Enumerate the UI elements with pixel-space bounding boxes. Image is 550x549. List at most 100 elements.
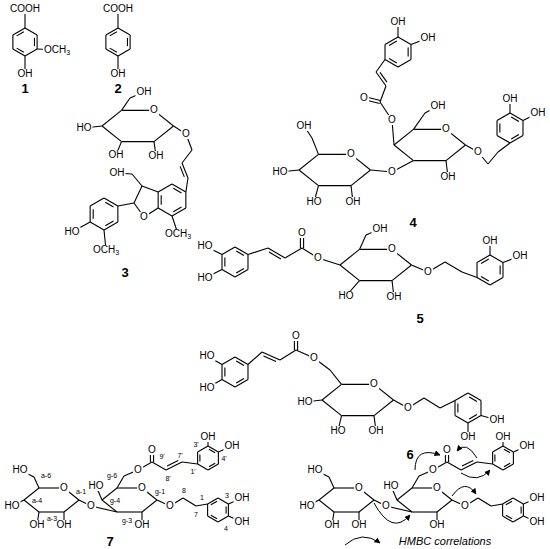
atom-number: 7	[194, 511, 198, 518]
atom-label: HO	[199, 383, 216, 393]
bond-line	[340, 249, 360, 265]
bond-line	[211, 515, 217, 519]
bond-line	[228, 504, 229, 516]
atom-label: OH	[420, 33, 437, 43]
atom-label: HO	[338, 291, 355, 301]
bond-line	[152, 462, 166, 470]
bond-line	[235, 270, 248, 278]
atom-label: O	[473, 147, 483, 157]
bond-line	[513, 498, 523, 504]
bond-line	[360, 235, 367, 249]
atom-label: OH	[390, 17, 407, 27]
compound-number: 1	[20, 82, 29, 95]
bond-line	[481, 259, 489, 263]
atom-label: O	[403, 403, 413, 413]
bond-line	[208, 446, 218, 452]
atom-label: OH	[529, 517, 546, 527]
atom-label: OH	[529, 493, 546, 503]
atom-label: O	[181, 129, 191, 139]
atom-number: g-6	[107, 472, 117, 479]
compound-number: 2	[113, 82, 122, 95]
bond-line	[118, 28, 130, 35]
bond-line	[122, 141, 155, 142]
atom-label: O	[381, 501, 391, 511]
atom-label: O	[165, 501, 175, 511]
atom-label: HO	[306, 197, 323, 207]
bond-line	[105, 35, 106, 49]
bond-line	[481, 277, 489, 281]
bond-line	[497, 136, 510, 144]
bond-line	[285, 248, 302, 258]
bond-line	[37, 35, 38, 49]
bond-line	[198, 446, 208, 452]
atom-number: 7'	[177, 452, 182, 459]
bond-line	[493, 464, 503, 470]
atom-number: 8'	[165, 475, 170, 482]
bond-line	[106, 49, 118, 56]
bond-line	[236, 251, 244, 255]
bond-line	[182, 150, 192, 163]
bond-line	[211, 501, 217, 505]
bond-line	[117, 206, 118, 222]
atom-number: 3	[225, 492, 229, 499]
bond-line	[247, 365, 248, 380]
bond-line	[248, 248, 268, 255]
bond-line	[142, 186, 158, 192]
bond-line	[497, 113, 510, 121]
bond-line	[208, 464, 218, 470]
bond-line	[468, 416, 481, 424]
atom-number: 4	[224, 525, 228, 532]
bond-line	[384, 45, 385, 60]
atom-label: HO	[299, 501, 316, 511]
bond-line	[342, 415, 375, 416]
bond-line	[198, 464, 208, 470]
bond-line	[269, 252, 281, 259]
bond-line	[235, 357, 248, 365]
atom-label: HO	[307, 465, 324, 475]
atom-label: HO	[383, 481, 400, 491]
atom-label: OH	[148, 151, 165, 161]
bond-line	[299, 154, 319, 170]
bond-line	[247, 255, 248, 270]
bond-line	[235, 380, 248, 388]
bond-line	[522, 121, 523, 136]
compound-number: 4	[408, 216, 417, 229]
bond-line	[496, 121, 497, 136]
atom-label: O	[387, 167, 397, 177]
atom-label: O	[423, 267, 433, 277]
bond-line	[185, 192, 186, 208]
bond-line	[503, 446, 513, 452]
bond-line	[12, 35, 13, 49]
atom-number: a-6	[41, 472, 51, 479]
bond-line	[218, 516, 228, 522]
atom-number: 4'	[221, 455, 226, 462]
bond-line	[221, 365, 222, 380]
atom-label: O	[441, 124, 451, 134]
bond-line	[398, 37, 411, 45]
bond-line	[440, 401, 455, 409]
atom-number: 3'	[193, 441, 198, 448]
atom-label: O	[432, 483, 442, 493]
atom-label: HO	[88, 481, 105, 491]
bond-line	[455, 416, 468, 424]
bond-line	[351, 170, 371, 186]
bond-line	[182, 462, 198, 464]
bond-line	[380, 86, 386, 102]
atom-label: O	[428, 465, 438, 475]
bond-line	[502, 504, 503, 516]
bond-line	[491, 504, 503, 506]
bond-line	[392, 265, 412, 281]
bond-line	[329, 477, 334, 488]
bond-line	[376, 72, 386, 86]
bond-line	[117, 511, 142, 512]
atom-number: 1'	[190, 468, 195, 475]
atom-number: a-4	[32, 497, 42, 504]
atom-label: OH	[134, 520, 151, 530]
bond-line	[224, 258, 225, 267]
bond-line	[17, 48, 24, 52]
bond-line	[154, 126, 174, 142]
atom-label: OH	[224, 441, 241, 451]
bond-line	[208, 498, 218, 504]
bond-line	[199, 454, 200, 461]
bond-line	[134, 186, 142, 203]
